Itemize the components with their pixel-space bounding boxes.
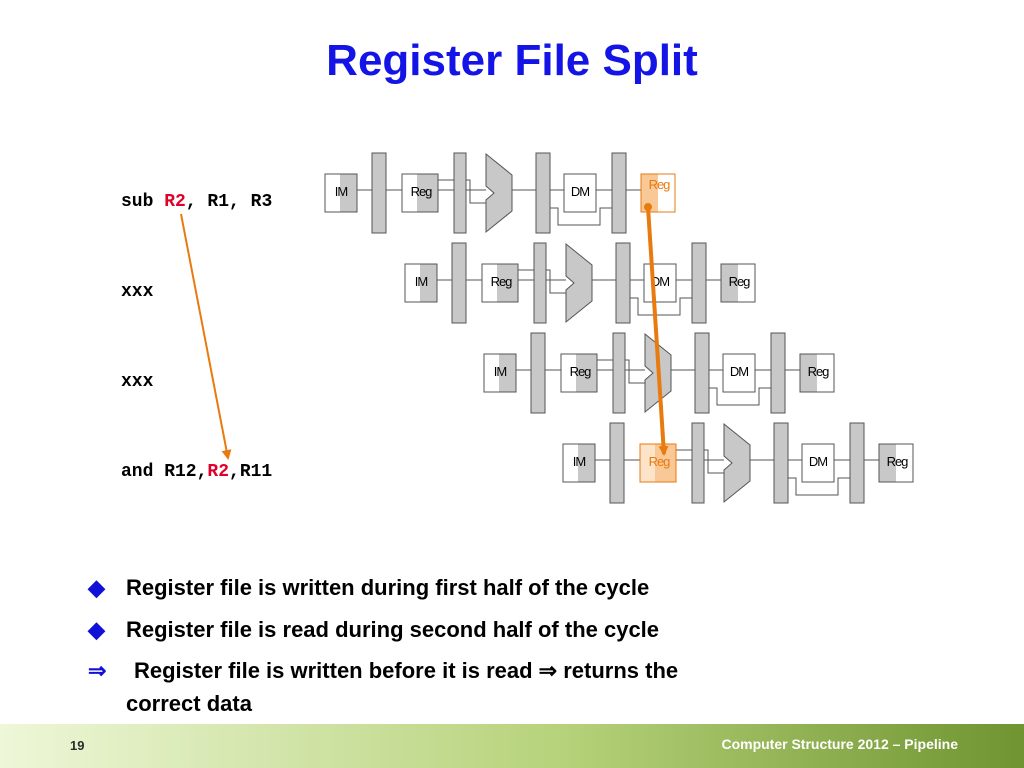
dm-box (722, 353, 756, 393)
bullet-text: Register file is written before it is re… (134, 658, 679, 683)
pipeline-latch (691, 242, 707, 324)
pipeline-latch (530, 332, 546, 414)
reg-label: Reg (887, 454, 909, 469)
reg-label: Reg (649, 454, 671, 469)
code-text: sub (121, 192, 165, 212)
bullet-text: Register file is read during second half… (126, 617, 660, 642)
im-label: IM (494, 364, 507, 379)
instruction-sub: sub R2, R1, R3 (121, 192, 272, 212)
pipeline-latch (612, 332, 626, 414)
register-highlight: R2 (207, 462, 230, 482)
pipeline-stage-1: IM Reg DM Reg (324, 152, 676, 234)
code-text: , R1, R3 (185, 192, 273, 212)
reg-label: Reg (729, 274, 751, 289)
pipeline-latch (451, 242, 467, 324)
im-label: IM (415, 274, 428, 289)
pipeline-stage-4: IM Reg DM Reg (562, 422, 914, 504)
pipeline-latch (453, 152, 467, 234)
footer-text: Computer Structure 2012 – Pipeline (721, 736, 958, 752)
bullet-text: Register file is written during first ha… (126, 575, 650, 600)
dm-label: DM (809, 454, 827, 469)
alu-shape (565, 242, 593, 324)
pipeline-latch (770, 332, 786, 414)
code-text: xxx (121, 282, 154, 302)
reg-label: Reg (411, 184, 433, 199)
dm-box (563, 173, 597, 213)
register-highlight: R2 (164, 192, 186, 212)
pipeline-latch (611, 152, 627, 234)
reg-label: Reg (491, 274, 513, 289)
pipeline-latch (773, 422, 789, 504)
diamond-bullet-icon: ◆ (88, 575, 105, 600)
pipeline-latch (615, 242, 631, 324)
pipeline-stage-3: IM Reg DM Reg (483, 332, 835, 414)
reg-label: Reg (649, 177, 671, 192)
dm-label: DM (730, 364, 748, 379)
code-text: and R12, (121, 462, 208, 482)
pipeline-latch (691, 422, 705, 504)
instruction-xxx-1: xxx (121, 282, 153, 302)
instruction-and: and R12,R2,R11 (121, 462, 272, 482)
page-title: Register File Split (326, 36, 698, 85)
pipeline-latch (609, 422, 625, 504)
alu-shape (485, 152, 513, 234)
reg-label: Reg (570, 364, 592, 379)
dm-box (643, 263, 677, 303)
footer-bar: 19 Computer Structure 2012 – Pipeline (0, 724, 1024, 768)
instruction-xxx-2: xxx (121, 372, 153, 392)
forwarding-arrow (646, 206, 669, 456)
dm-label: DM (571, 184, 589, 199)
im-label: IM (335, 184, 348, 199)
pipeline-stage-2: IM Reg DM Reg (404, 242, 756, 324)
bullet-text-continued: correct data (126, 691, 252, 716)
implies-arrow-icon: ⇒ (88, 658, 107, 683)
dm-box (801, 443, 835, 483)
pipeline-latch (533, 242, 547, 324)
dependency-arrow (180, 213, 232, 460)
code-text: ,R11 (229, 462, 273, 482)
reg-label: Reg (808, 364, 830, 379)
im-label: IM (573, 454, 586, 469)
dm-label: DM (651, 274, 669, 289)
pipeline-latch (849, 422, 865, 504)
code-text: xxx (121, 372, 154, 392)
alu-shape (723, 422, 751, 504)
page-number: 19 (70, 738, 85, 753)
diamond-bullet-icon: ◆ (88, 617, 105, 642)
pipeline-latch (371, 152, 387, 234)
pipeline-latch (694, 332, 710, 414)
pipeline-latch (535, 152, 551, 234)
